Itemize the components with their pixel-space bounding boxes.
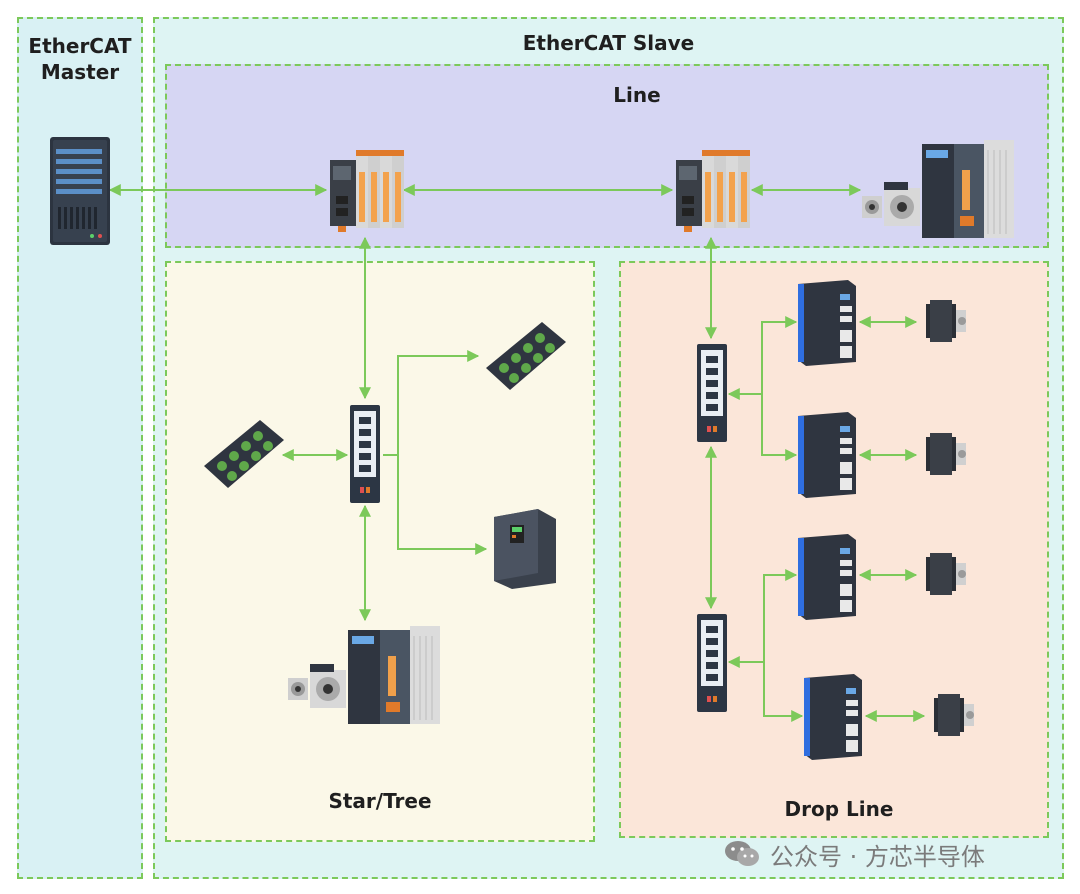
link-switch-b-drive1 xyxy=(761,316,798,394)
star-tree-label: Star/Tree xyxy=(328,789,432,813)
io-module-icon xyxy=(676,150,750,232)
ethernet-switch-icon xyxy=(350,405,380,503)
master-label: EtherCAT Master xyxy=(28,34,132,84)
link-switch-c-drive4 xyxy=(763,662,804,722)
wechat-icon xyxy=(725,841,759,866)
ethernet-switch-icon xyxy=(697,614,727,712)
slave-label: EtherCAT Slave xyxy=(522,31,695,55)
stepper-motor-icon xyxy=(934,694,974,736)
ethernet-switch-icon xyxy=(697,344,727,442)
watermark-text: 公众号 · 方芯半导体 xyxy=(770,842,985,871)
servo-motor-icon xyxy=(288,664,346,708)
frequency-inverter-icon xyxy=(494,509,556,589)
stepper-motor-icon xyxy=(926,300,966,342)
servo-motor-icon xyxy=(862,182,920,226)
stepper-drive-icon xyxy=(798,534,856,620)
io-block-icon xyxy=(204,420,284,488)
server-icon xyxy=(50,137,110,245)
servo-drive-icon xyxy=(348,626,440,724)
link-switch-c-drive3 xyxy=(763,569,798,662)
link-switch-b-drive2 xyxy=(761,394,798,461)
link-switch-a-inverter xyxy=(397,455,488,555)
watermark: 公众号 · 方芯半导体 xyxy=(724,834,1064,874)
io-block-icon xyxy=(486,322,566,390)
stepper-motor-icon xyxy=(926,433,966,475)
link-switch-a-ioblock-right xyxy=(383,350,480,456)
stepper-motor-icon xyxy=(926,553,966,595)
drop-line-label: Drop Line xyxy=(784,797,894,821)
io-module-icon xyxy=(330,150,404,232)
servo-drive-icon xyxy=(922,140,1014,238)
stepper-drive-icon xyxy=(804,674,862,760)
stepper-drive-icon xyxy=(798,280,856,366)
stepper-drive-icon xyxy=(798,412,856,498)
line-label: Line xyxy=(613,83,661,107)
